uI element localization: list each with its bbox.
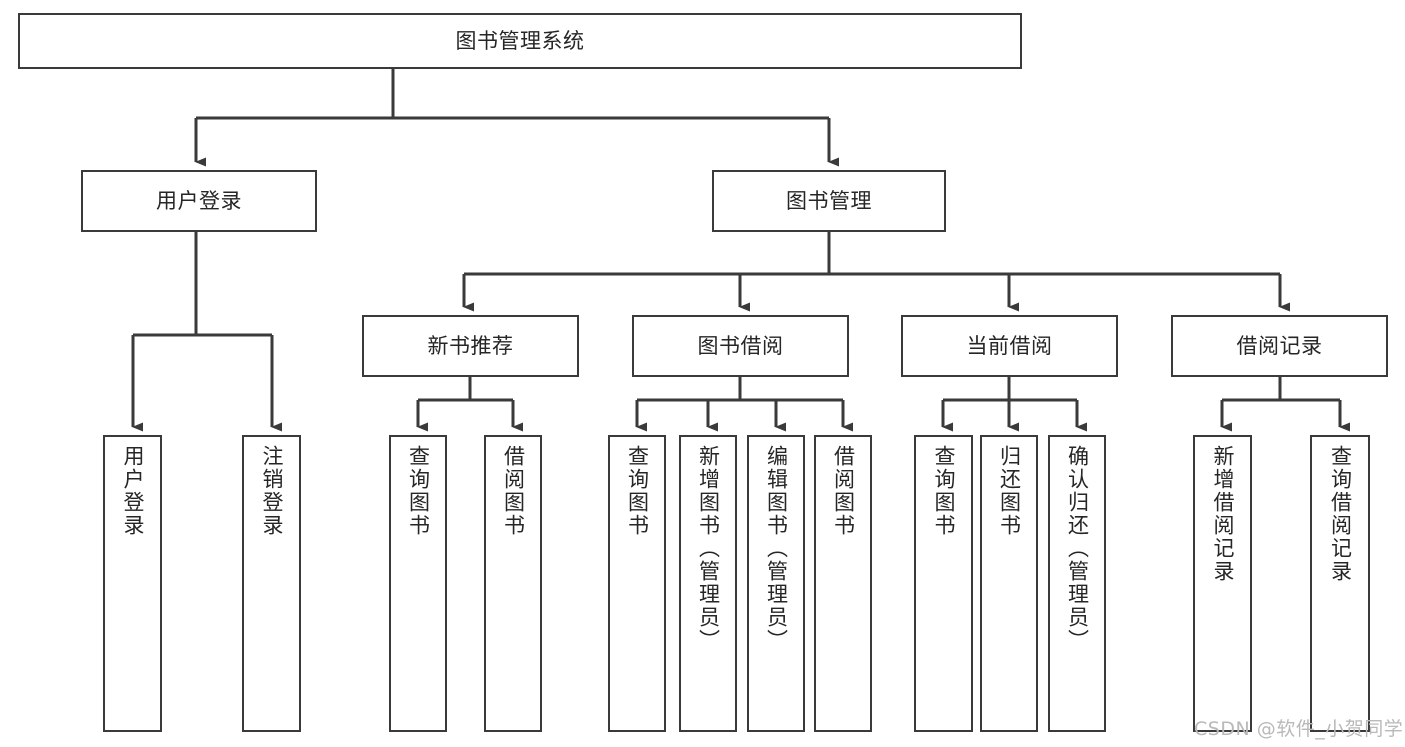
node-leaf-return-book-label: 归还图书: [997, 445, 1022, 537]
node-leaf-borrow-book-2[interactable]: 借阅图书: [814, 435, 872, 732]
node-book-borrow-label: 图书借阅: [697, 333, 784, 358]
node-leaf-query-book-2-label: 查询图书: [625, 445, 650, 537]
node-user-login[interactable]: 用户登录: [81, 170, 317, 232]
node-book-manage-label: 图书管理: [786, 188, 872, 213]
node-leaf-user-logout-label: 注销登录: [260, 445, 284, 537]
node-book-manage[interactable]: 图书管理: [712, 170, 946, 232]
node-leaf-add-book-label: 新增图书（管理员）: [696, 445, 721, 652]
node-leaf-borrow-book-1-label: 借阅图书: [501, 445, 526, 537]
node-leaf-add-book[interactable]: 新增图书（管理员）: [679, 435, 737, 732]
node-borrow-record-label: 借阅记录: [1236, 333, 1323, 358]
node-book-borrow[interactable]: 图书借阅: [632, 315, 849, 377]
node-leaf-confirm-return-label: 确认归还（管理员）: [1065, 445, 1090, 652]
node-leaf-query-book-1[interactable]: 查询图书: [389, 435, 447, 732]
node-root-label: 图书管理系统: [455, 28, 585, 53]
node-leaf-user-login[interactable]: 用户登录: [103, 435, 162, 732]
node-leaf-add-record-label: 新增借阅记录: [1211, 445, 1235, 583]
node-leaf-query-book-1-label: 查询图书: [406, 445, 431, 537]
csdn-watermark: CSDN @软件_小贺同学: [1194, 718, 1404, 740]
node-current-borrow-label: 当前借阅: [966, 333, 1053, 358]
node-leaf-edit-book[interactable]: 编辑图书（管理员）: [747, 435, 805, 732]
node-leaf-add-record[interactable]: 新增借阅记录: [1193, 435, 1252, 732]
node-leaf-edit-book-label: 编辑图书（管理员）: [764, 445, 789, 652]
node-leaf-borrow-book-2-label: 借阅图书: [831, 445, 856, 537]
node-leaf-query-book-3[interactable]: 查询图书: [914, 435, 973, 732]
node-leaf-query-record[interactable]: 查询借阅记录: [1310, 435, 1370, 732]
node-borrow-record[interactable]: 借阅记录: [1171, 315, 1388, 377]
node-new-book-rec[interactable]: 新书推荐: [362, 315, 579, 377]
node-leaf-user-logout[interactable]: 注销登录: [242, 435, 301, 732]
node-leaf-query-record-label: 查询借阅记录: [1328, 445, 1353, 583]
node-leaf-query-book-3-label: 查询图书: [932, 445, 956, 537]
node-current-borrow[interactable]: 当前借阅: [901, 315, 1118, 377]
node-leaf-borrow-book-1[interactable]: 借阅图书: [484, 435, 542, 732]
node-leaf-return-book[interactable]: 归还图书: [980, 435, 1038, 732]
node-user-login-label: 用户登录: [156, 188, 242, 213]
node-leaf-query-book-2[interactable]: 查询图书: [608, 435, 666, 732]
node-root[interactable]: 图书管理系统: [18, 13, 1022, 69]
node-leaf-user-login-label: 用户登录: [121, 445, 145, 537]
node-new-book-rec-label: 新书推荐: [427, 333, 514, 358]
node-leaf-confirm-return[interactable]: 确认归还（管理员）: [1048, 435, 1106, 732]
